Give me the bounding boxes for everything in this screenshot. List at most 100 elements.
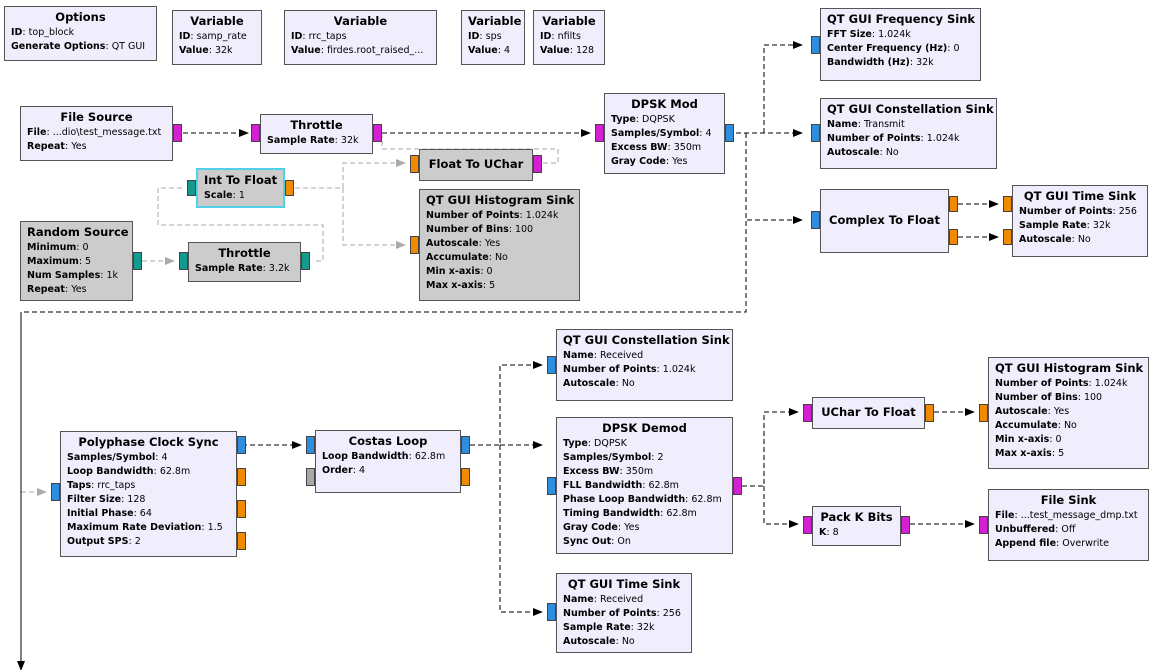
- block-param: Loop Bandwidth: 62.8m: [67, 466, 191, 477]
- dpsk-demod-in-port[interactable]: [547, 477, 556, 495]
- int-to-float-in-port[interactable]: [187, 180, 196, 196]
- pack-k-bits-out-port[interactable]: [901, 516, 910, 534]
- block-title: QT GUI Time Sink: [1023, 189, 1137, 203]
- block-param: Phase Loop Bandwidth: 62.8m: [563, 494, 722, 505]
- block-param: K: 8: [819, 527, 839, 538]
- throttle-2-out-port[interactable]: [301, 252, 310, 270]
- connection: [381, 133, 559, 164]
- dpsk-demod-block[interactable]: DPSK Demod Type: DQPSK Samples/Symbol: 2…: [556, 417, 733, 554]
- block-param: Order: 4: [322, 465, 365, 476]
- uchar-to-float-in-port[interactable]: [803, 404, 812, 422]
- time-sink-tx-in-0-port[interactable]: [1003, 196, 1012, 212]
- dpsk-mod-in-port[interactable]: [595, 124, 604, 142]
- throttle-1-out-port[interactable]: [373, 124, 382, 142]
- block-param: Number of Points: 1.024k: [426, 210, 559, 221]
- complex-to-float-out-real-port[interactable]: [949, 196, 958, 212]
- block-title: QT GUI Time Sink: [567, 577, 681, 591]
- const-sink-tx-in-port[interactable]: [811, 124, 820, 142]
- throttle-1-block[interactable]: Throttle Sample Rate: 32k: [260, 114, 373, 154]
- pack-k-bits-in-port[interactable]: [803, 516, 812, 534]
- complex-to-float-in-port[interactable]: [811, 211, 820, 229]
- throttle-1-in-port[interactable]: [251, 124, 260, 142]
- variable-samp-rate-block[interactable]: Variable ID: samp_rate Value: 32k: [172, 10, 262, 65]
- block-param: Number of Points: 1.024k: [827, 133, 960, 144]
- freq-sink-in-port[interactable]: [811, 36, 820, 54]
- file-sink-in-port[interactable]: [979, 516, 988, 534]
- connection: [342, 188, 406, 249]
- block-title: Pack K Bits: [820, 510, 893, 524]
- dpsk-demod-out-port[interactable]: [733, 477, 742, 495]
- dpsk-mod-block[interactable]: DPSK Mod Type: DQPSK Samples/Symbol: 4 E…: [604, 93, 725, 174]
- block-param: Output SPS: 2: [67, 536, 141, 547]
- float-to-uchar-out-port[interactable]: [533, 155, 542, 173]
- file-source-block[interactable]: File Source File: ...dio\test_message.tx…: [20, 106, 173, 161]
- variable-sps-block[interactable]: Variable ID: sps Value: 4: [461, 10, 525, 65]
- block-param: Generate Options: QT GUI: [11, 41, 146, 52]
- time-sink-rx-in-port[interactable]: [547, 603, 556, 621]
- qt-gui-time-sink-tx-block[interactable]: QT GUI Time Sink Number of Points: 256 S…: [1012, 185, 1148, 257]
- block-title: File Sink: [1040, 493, 1097, 507]
- file-source-out-port[interactable]: [173, 124, 182, 142]
- qt-gui-histogram-sink-rx-block[interactable]: QT GUI Histogram Sink Number of Points: …: [988, 357, 1149, 469]
- block-title: DPSK Mod: [631, 97, 698, 111]
- block-param: Max x-axis: 5: [995, 448, 1065, 459]
- block-title: QT GUI Constellation Sink: [827, 102, 994, 116]
- time-sink-tx-in-1-port[interactable]: [1003, 229, 1012, 245]
- int-to-float-out-port[interactable]: [285, 180, 294, 196]
- polyphase-clock-sync-block[interactable]: Polyphase Clock Sync Samples/Symbol: 4 L…: [60, 431, 237, 557]
- poly-clock-sync-out-3-port[interactable]: [237, 532, 246, 550]
- uchar-to-float-block[interactable]: UChar To Float: [812, 397, 925, 429]
- block-param: Timing Bandwidth: 62.8m: [563, 508, 697, 519]
- variable-rrc-taps-block[interactable]: Variable ID: rrc_taps Value: firdes.root…: [284, 10, 437, 65]
- complex-to-float-block[interactable]: Complex To Float: [820, 189, 949, 253]
- block-param: ID: sps: [468, 31, 502, 42]
- costas-loop-in-port[interactable]: [306, 436, 315, 454]
- qt-gui-histogram-sink-tx-block[interactable]: QT GUI Histogram Sink Number of Points: …: [419, 189, 580, 301]
- block-param: Sample Rate: 32k: [1019, 220, 1111, 231]
- block-param: File: ...test_message_dmp.txt: [995, 510, 1138, 521]
- block-param: Unbuffered: Off: [995, 524, 1076, 535]
- hist-sink-tx-in-port[interactable]: [410, 236, 419, 254]
- random-source-out-port[interactable]: [133, 252, 142, 270]
- throttle-2-in-port[interactable]: [179, 252, 188, 270]
- costas-loop-out-1-port[interactable]: [461, 468, 470, 486]
- hist-sink-rx-in-port[interactable]: [979, 404, 988, 422]
- block-title: DPSK Demod: [602, 421, 687, 435]
- poly-clock-sync-in-port[interactable]: [51, 483, 60, 501]
- block-title: Throttle: [218, 246, 271, 260]
- random-source-block[interactable]: Random Source Minimum: 0 Maximum: 5 Num …: [20, 221, 133, 301]
- throttle-2-block[interactable]: Throttle Sample Rate: 3.2k: [188, 242, 301, 282]
- const-sink-rx-in-port[interactable]: [547, 356, 556, 374]
- pack-k-bits-block[interactable]: Pack K Bits K: 8: [812, 506, 901, 546]
- options-block[interactable]: Options ID: top_block Generate Options: …: [4, 6, 157, 61]
- connection: [295, 159, 406, 189]
- block-title: Variable: [190, 14, 244, 28]
- block-param: Taps: rrc_taps: [67, 480, 136, 491]
- block-param: Autoscale: No: [827, 147, 899, 158]
- float-to-uchar-in-port[interactable]: [410, 155, 419, 173]
- variable-nfilts-block[interactable]: Variable ID: nfilts Value: 128: [533, 10, 605, 65]
- complex-to-float-out-imag-port[interactable]: [949, 229, 958, 245]
- block-param: Autoscale: No: [563, 378, 635, 389]
- file-sink-block[interactable]: File Sink File: ...test_message_dmp.txt …: [988, 489, 1149, 561]
- int-to-float-block[interactable]: Int To Float Scale: 1: [196, 168, 285, 208]
- float-to-uchar-block[interactable]: Float To UChar: [419, 149, 533, 181]
- block-param: Max x-axis: 5: [426, 280, 496, 291]
- block-param: Accumulate: No: [426, 252, 508, 263]
- poly-clock-sync-out-0-port[interactable]: [237, 436, 246, 454]
- costas-loop-block[interactable]: Costas Loop Loop Bandwidth: 62.8m Order:…: [315, 430, 461, 493]
- block-title: File Source: [60, 110, 133, 124]
- uchar-to-float-out-port[interactable]: [925, 404, 934, 422]
- costas-loop-freq-in-port[interactable]: [306, 468, 315, 486]
- costas-loop-out-0-port[interactable]: [461, 436, 470, 454]
- qt-gui-frequency-sink-block[interactable]: QT GUI Frequency Sink FFT Size: 1.024k C…: [820, 8, 981, 81]
- block-param: Center Frequency (Hz): 0: [827, 43, 960, 54]
- qt-gui-time-sink-rx-block[interactable]: QT GUI Time Sink Name: Received Number o…: [556, 573, 692, 653]
- block-param: Minimum: 0: [27, 242, 89, 253]
- qt-gui-constellation-sink-tx-block[interactable]: QT GUI Constellation Sink Name: Transmit…: [820, 98, 997, 169]
- poly-clock-sync-out-2-port[interactable]: [237, 500, 246, 518]
- qt-gui-constellation-sink-rx-block[interactable]: QT GUI Constellation Sink Name: Received…: [556, 329, 733, 401]
- poly-clock-sync-out-1-port[interactable]: [237, 468, 246, 486]
- connection: [763, 486, 799, 528]
- dpsk-mod-out-port[interactable]: [725, 124, 734, 142]
